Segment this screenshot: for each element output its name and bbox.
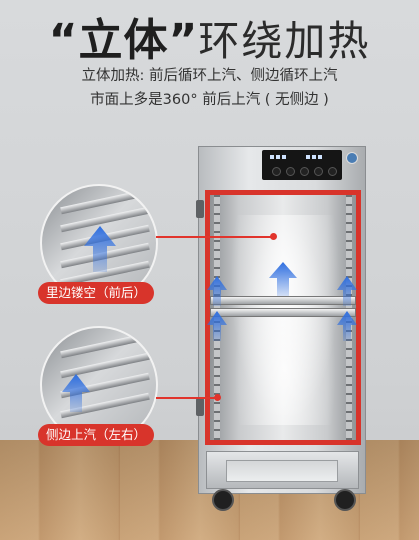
callout-anchor-dot [214, 394, 221, 401]
display-led [318, 155, 322, 159]
door-hinge [196, 200, 204, 218]
callout-leader-line [156, 236, 274, 238]
panel-button [286, 167, 295, 176]
description-line-2: 市面上多是360° 前后上汽 ( 无侧边 ) [90, 92, 329, 108]
caster-wheel [212, 489, 234, 511]
panel-button [328, 167, 337, 176]
headline-rest: 环绕加热 [198, 17, 371, 65]
up-arrow-icon [337, 311, 357, 341]
display-led [276, 155, 280, 159]
up-arrow-icon [84, 226, 116, 272]
panel-button [300, 167, 309, 176]
up-arrow-icon [207, 276, 227, 306]
door-hinge [196, 398, 204, 416]
display-led [270, 155, 274, 159]
steam-icon [230, 215, 340, 425]
callout-label-side-steam: 侧边上汽（左右） [38, 424, 155, 446]
base-vent-drawer [226, 460, 338, 482]
up-arrow-icon [207, 311, 227, 341]
caster-wheel [334, 489, 356, 511]
callout-label-rear-holes: 里边镂空（前后） [38, 282, 155, 304]
headline-quote-open: “ [48, 15, 79, 66]
up-arrow-icon [62, 374, 90, 412]
headline-emphasis: 立体 [78, 15, 169, 66]
control-panel [262, 150, 342, 180]
up-arrow-icon [269, 262, 297, 296]
description-line-1: 立体加热: 前后循环上汽、侧边循环上汽 [81, 68, 338, 84]
headline-quote-close: ” [168, 15, 199, 66]
steaming-tray-lower [210, 308, 356, 317]
brand-badge-icon [346, 152, 358, 164]
panel-button [272, 167, 281, 176]
display-led [282, 155, 286, 159]
up-arrow-icon [337, 276, 357, 306]
display-led [312, 155, 316, 159]
headline: “立体”环绕加热 [0, 4, 419, 68]
cabinet-glass-door [205, 190, 361, 445]
callout-leader-line [156, 397, 218, 399]
steaming-tray-upper [210, 296, 356, 305]
display-led [306, 155, 310, 159]
callout-anchor-dot [270, 233, 277, 240]
panel-button [314, 167, 323, 176]
